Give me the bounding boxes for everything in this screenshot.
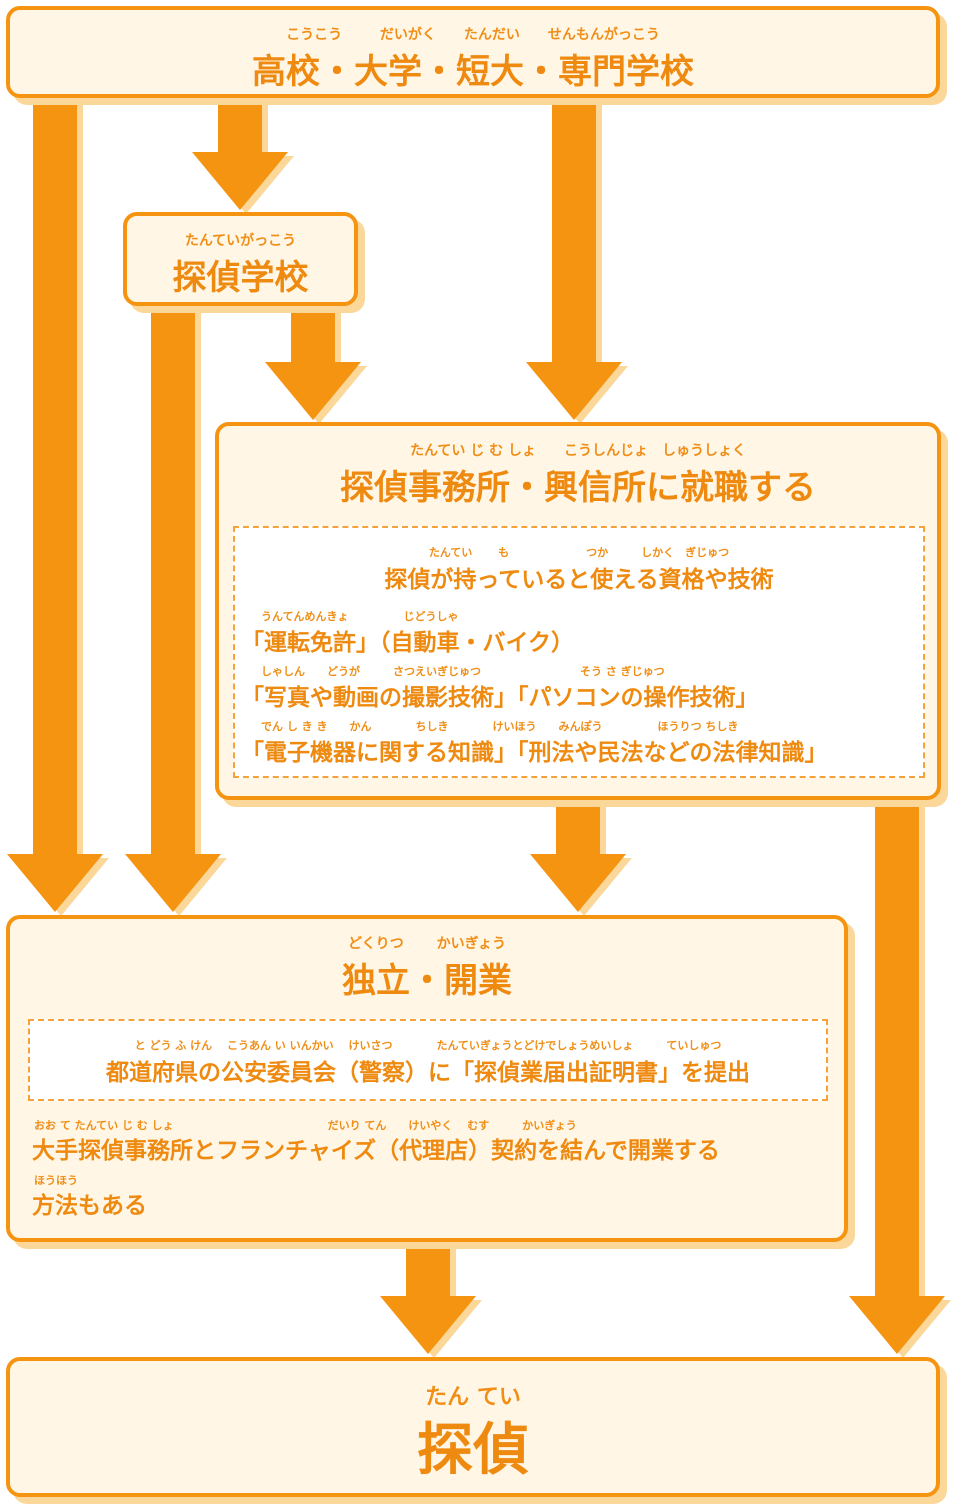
arrow-school-to-independent — [125, 306, 221, 912]
skill-line-1-furigana: うんてんめんきょ じどうしゃ — [261, 610, 459, 623]
skill-line-3-furigana: でん し き き かん ちしき けいほう みんぽう ほうりつ ちしき — [261, 720, 739, 733]
notice-furigana: と どう ふ けん こうあん い いんかい けいさつ たんていぎょうとどけでしょ… — [134, 1039, 722, 1052]
top-box: こうこう だいがく たんだい せんもんがっこう 高校・大学・短大・専門学校 — [6, 6, 940, 98]
top-title: 高校・大学・短大・専門学校 — [252, 52, 694, 92]
note-line1: 大手探偵事務所とフランチャイズ（代理店）契約を結んで開業する — [32, 1138, 720, 1164]
arrow-independent-to-goal — [380, 1242, 476, 1354]
skill-line-1: 「運転免許」（自動車・バイク） — [241, 630, 575, 656]
school-title: 探偵学校 — [172, 258, 309, 298]
arrow-top-to-office — [526, 98, 622, 420]
independent-title: 独立・開業 — [342, 961, 512, 1001]
independent-furigana: どくりつ かいぎょう — [348, 936, 506, 952]
skill-line-2-furigana: しゃしん どうが さつえいぎじゅつ そう さ ぎじゅつ — [261, 665, 665, 678]
school-furigana: たんていがっこう — [184, 233, 297, 249]
note-line2: 方法もある — [32, 1193, 147, 1219]
arrow-school-to-office — [265, 306, 361, 420]
goal-title: 探偵 — [417, 1418, 529, 1483]
arrow-office-to-goal — [849, 800, 945, 1354]
skills-heading-furigana: たんてい も つか しかく ぎじゅつ — [428, 546, 730, 559]
arrow-top-to-school — [192, 98, 288, 210]
skills-heading: 探偵が持っていると使える資格や技術 — [384, 567, 774, 593]
note-line2-furigana: ほうほう — [34, 1174, 78, 1187]
skills-panel: たんてい も つか しかく ぎじゅつ 探偵が持っていると使える資格や技術 うんて… — [233, 526, 925, 778]
office-box: たんてい じ む しょ こうしんじょ しゅうしょく 探偵事務所・興信所に就職する… — [215, 422, 941, 800]
arrow-office-to-independent — [530, 800, 626, 912]
notice-panel: と どう ふ けん こうあん い いんかい けいさつ たんていぎょうとどけでしょ… — [28, 1019, 828, 1101]
skill-line-3: 「電子機器に関する知識」「刑法や民法などの法律知識」 — [241, 740, 828, 766]
school-box: たんていがっこう 探偵学校 — [123, 212, 358, 306]
arrow-top-to-independent-left — [7, 98, 103, 912]
goal-box: たん てい 探偵 — [6, 1357, 940, 1497]
note-line1-furigana: おお て たんてい じ む しょ だいり てん けいやく むす かいぎょう — [34, 1119, 577, 1132]
independent-box: どくりつ かいぎょう 独立・開業 と どう ふ けん こうあん い いんかい け… — [6, 915, 848, 1242]
office-furigana: たんてい じ む しょ こうしんじょ しゅうしょく — [410, 443, 746, 459]
office-title: 探偵事務所・興信所に就職する — [340, 468, 816, 508]
top-furigana: こうこう だいがく たんだい せんもんがっこう — [286, 27, 660, 43]
notice-text: 都道府県の公安委員会（警察）に「探偵業届出証明書」を提出 — [106, 1060, 750, 1086]
goal-furigana: たん てい — [425, 1385, 521, 1410]
skill-line-2: 「写真や動画の撮影技術」「パソコンの操作技術」 — [241, 685, 759, 711]
